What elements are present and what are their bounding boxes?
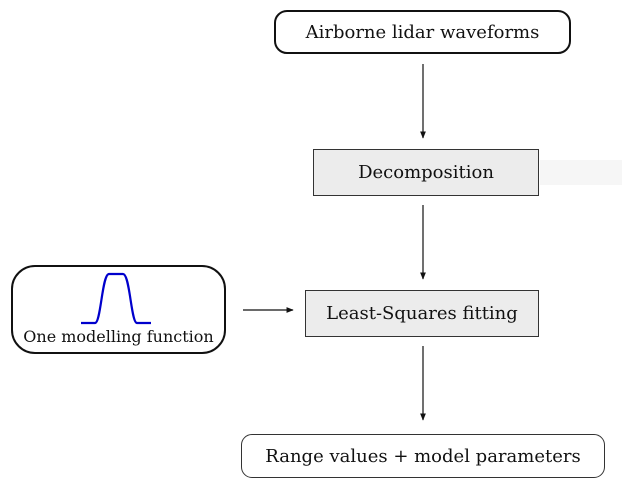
input-node: Airborne lidar waveforms	[274, 10, 571, 54]
model-function-node: One modelling function	[11, 265, 226, 354]
pulse-curve-icon	[81, 272, 151, 325]
output-node-label: Range values + model parameters	[265, 445, 581, 467]
fitting-node: Least-Squares fitting	[305, 290, 539, 337]
decomposition-node-label: Decomposition	[358, 162, 494, 183]
decomposition-node: Decomposition	[313, 149, 539, 196]
output-node: Range values + model parameters	[241, 434, 605, 478]
decomposition-shadow	[540, 160, 622, 185]
pulse-curve	[81, 272, 151, 325]
input-node-label: Airborne lidar waveforms	[305, 21, 540, 43]
model-function-label: One modelling function	[23, 327, 214, 346]
fitting-node-label: Least-Squares fitting	[326, 303, 518, 324]
